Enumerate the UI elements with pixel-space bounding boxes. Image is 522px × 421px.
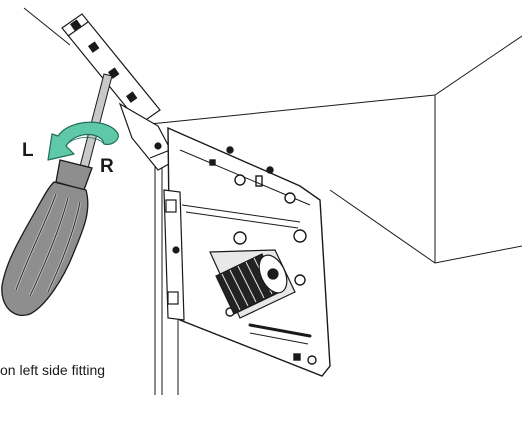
left-rotation-label: L [22,140,34,161]
caption-text: on left side fitting [0,362,106,378]
spring-cylinder [209,249,296,319]
side-bracket [163,189,185,321]
screwdriver-icon [1,159,93,316]
cabinet-top-panel [23,7,522,264]
lever-arm [61,13,177,171]
curved-rotation-arrow-icon [47,121,119,161]
right-rotation-label: R [100,156,114,177]
